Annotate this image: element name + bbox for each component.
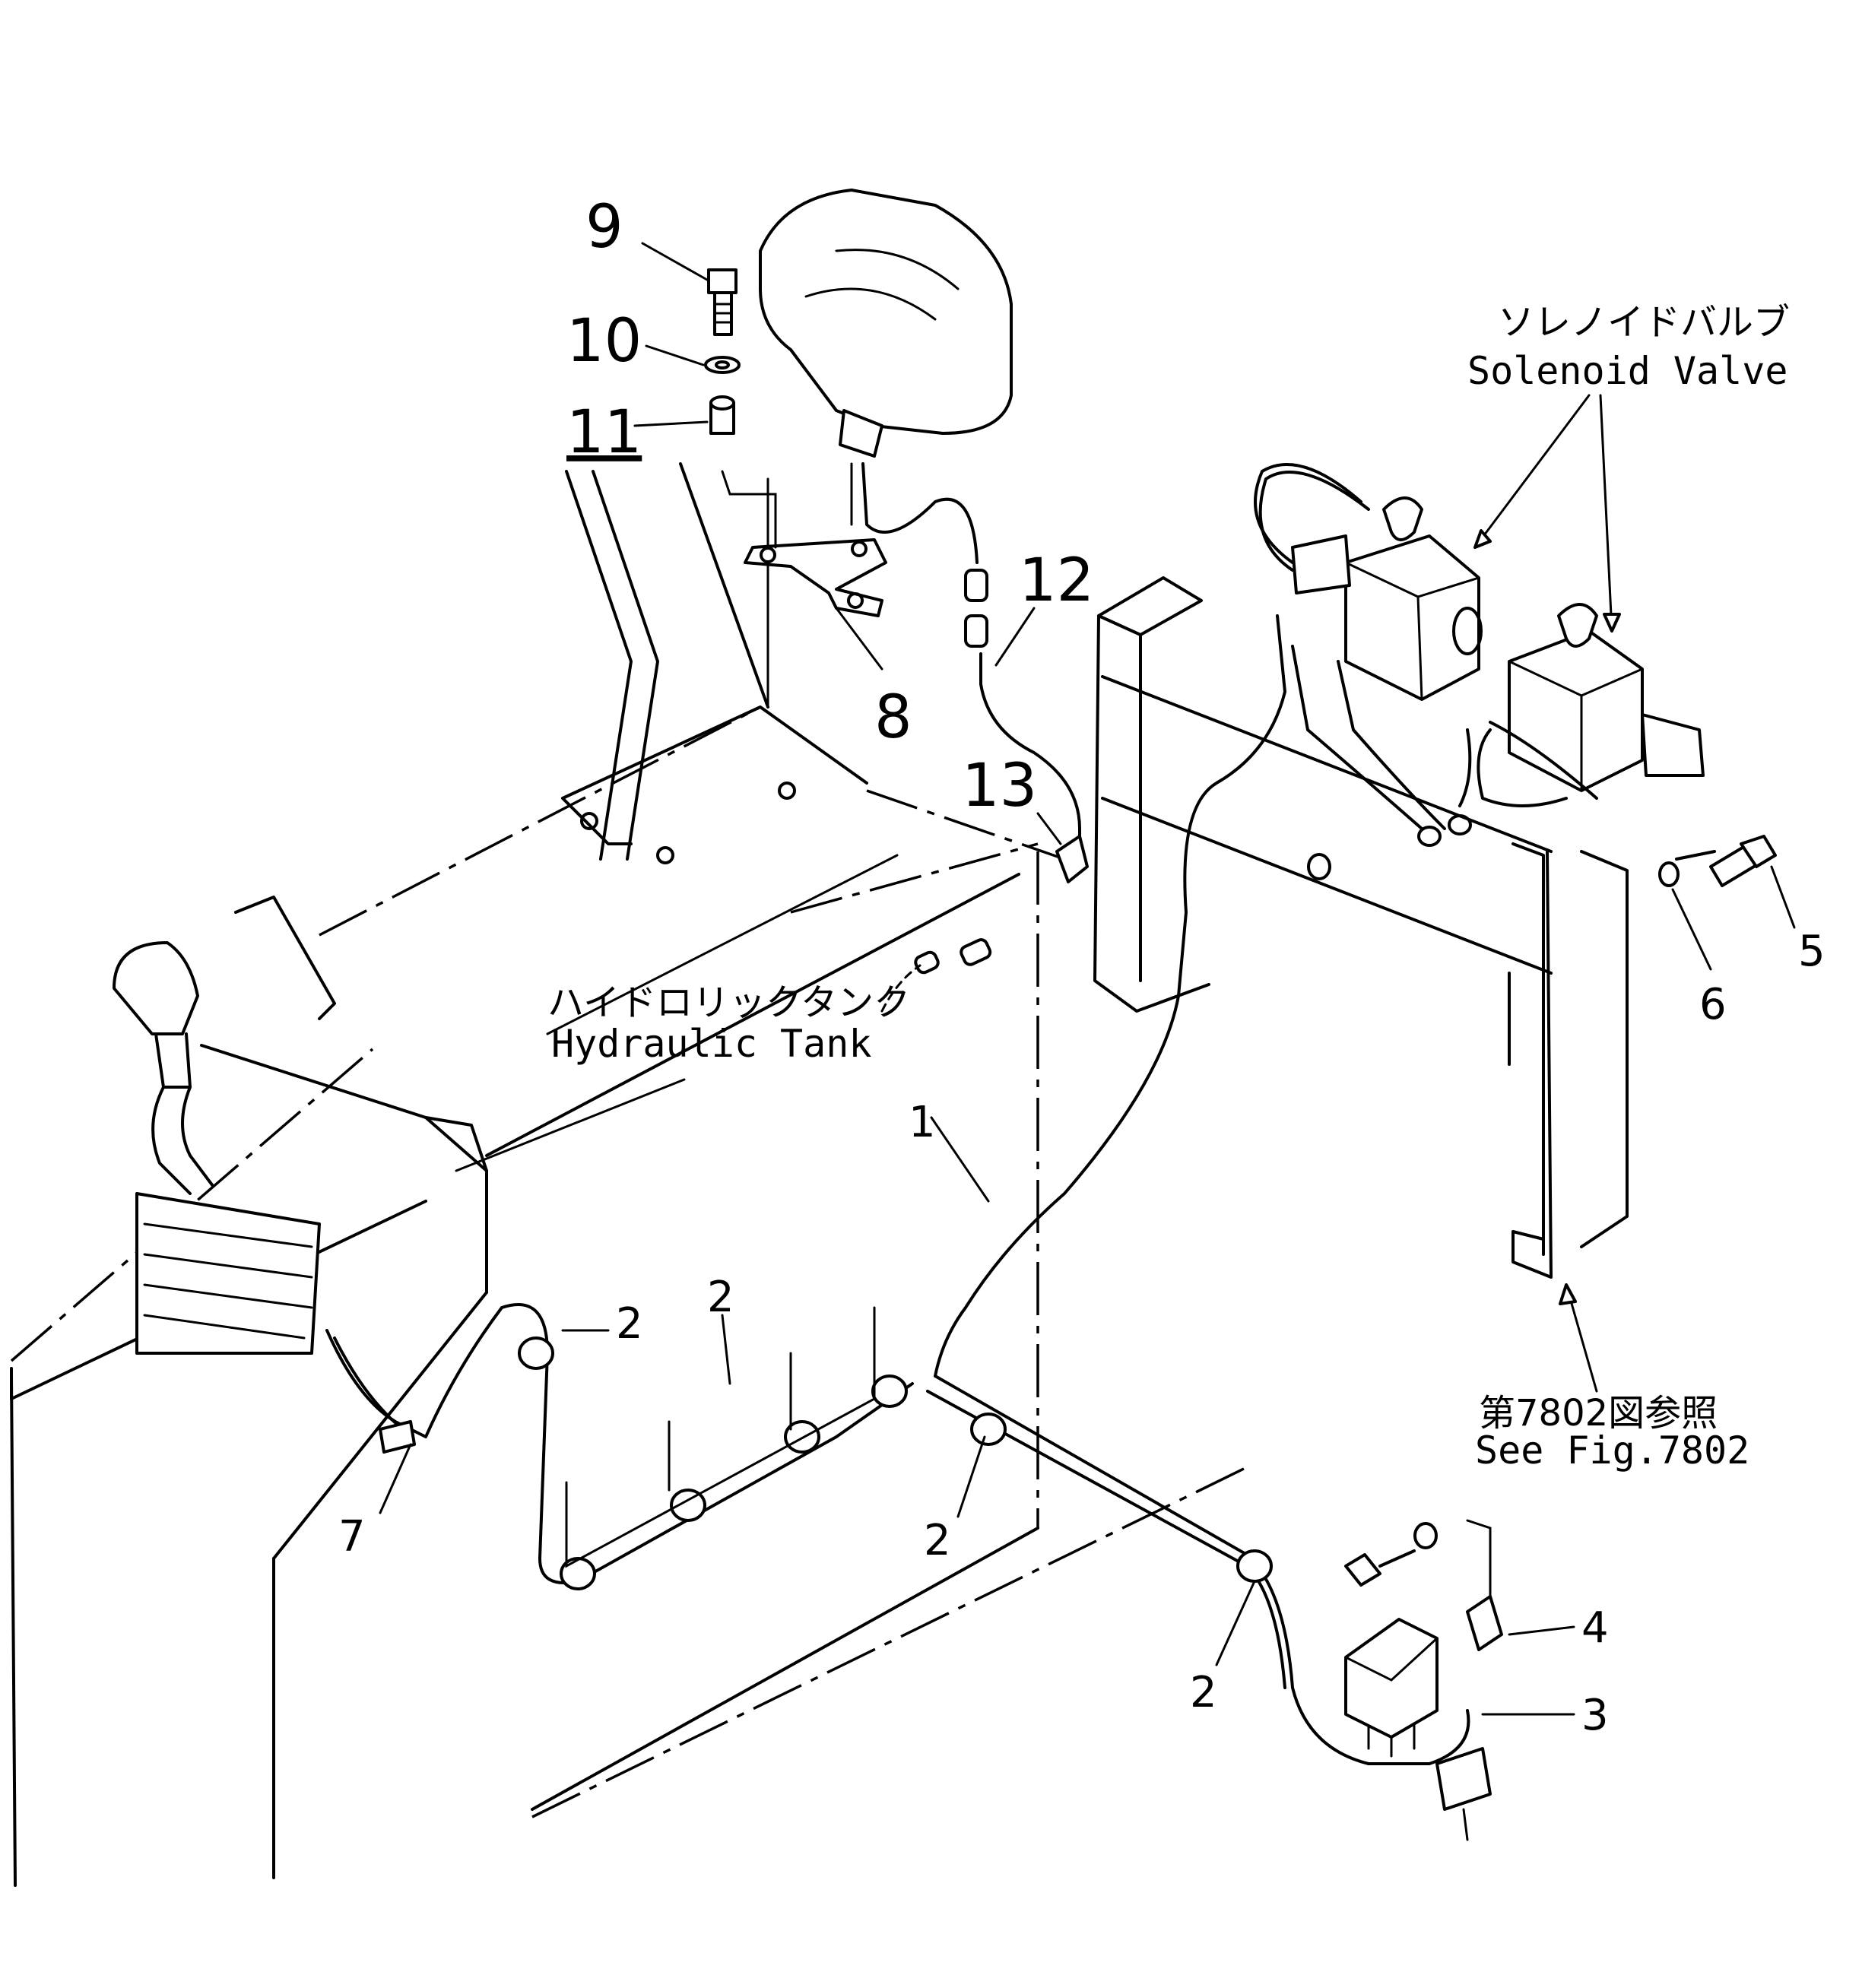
monitor-unit xyxy=(759,189,1081,845)
bolt-washer-spacer xyxy=(704,268,741,435)
top-leaders xyxy=(633,242,1062,845)
callout-numbers: 9 10 11 12 8 13 5 6 1 2 2 2 2 7 4 3 xyxy=(338,193,1826,1740)
callout-7: 7 xyxy=(338,1512,366,1562)
see-fig-label-en: See Fig.7802 xyxy=(1475,1428,1749,1473)
main-harness xyxy=(325,1303,1470,1765)
callout-5: 5 xyxy=(1798,927,1826,976)
solenoid-leaders xyxy=(1473,394,1621,633)
solenoid-valve-label-en: Solenoid Valve xyxy=(1467,349,1787,393)
see-fig-label-jp: 第7802図参照 xyxy=(1479,1392,1718,1435)
hydraulic-tank-label-jp: ハイドロリックタンク xyxy=(547,981,910,1024)
bolt-5-washer-6 xyxy=(1658,835,1796,971)
fig-leader xyxy=(455,854,1598,1393)
callout-11: 11 xyxy=(566,398,642,467)
callout-6: 6 xyxy=(1699,980,1727,1029)
captions: ソレノイドバルブ Solenoid Valve ハイドロリックタンク Hydra… xyxy=(547,301,1790,1473)
relay-assembly xyxy=(1344,1519,1575,1841)
solenoid-valve-1 xyxy=(1291,496,1483,701)
callout-2b: 2 xyxy=(707,1273,734,1322)
callout-13: 13 xyxy=(962,752,1037,820)
callout-10: 10 xyxy=(566,307,642,376)
callout-1: 1 xyxy=(909,1098,936,1147)
hydraulic-tank xyxy=(10,705,1248,1887)
misc-leaders xyxy=(379,1116,1256,1666)
callout-9: 9 xyxy=(585,193,623,262)
bracket-8 xyxy=(721,470,887,617)
hydraulic-tank-label-en: Hydraulic Tank xyxy=(551,1022,871,1066)
mounting-frame xyxy=(1093,576,1629,1279)
callout-12: 12 xyxy=(1019,547,1094,615)
callout-2d: 2 xyxy=(1190,1668,1217,1717)
callout-3: 3 xyxy=(1581,1691,1609,1740)
control-lever xyxy=(113,896,336,1355)
solenoid-valve-2 xyxy=(1508,603,1705,792)
callout-2a: 2 xyxy=(616,1299,643,1349)
solenoid-valve-label-jp: ソレノイドバルブ xyxy=(1498,301,1790,344)
connector-13 xyxy=(880,835,1089,1013)
callout-2c: 2 xyxy=(924,1516,951,1565)
side-panel xyxy=(565,462,796,864)
callout-4: 4 xyxy=(1581,1603,1609,1653)
callout-8: 8 xyxy=(874,683,912,752)
valve-wiring xyxy=(934,463,1598,1378)
